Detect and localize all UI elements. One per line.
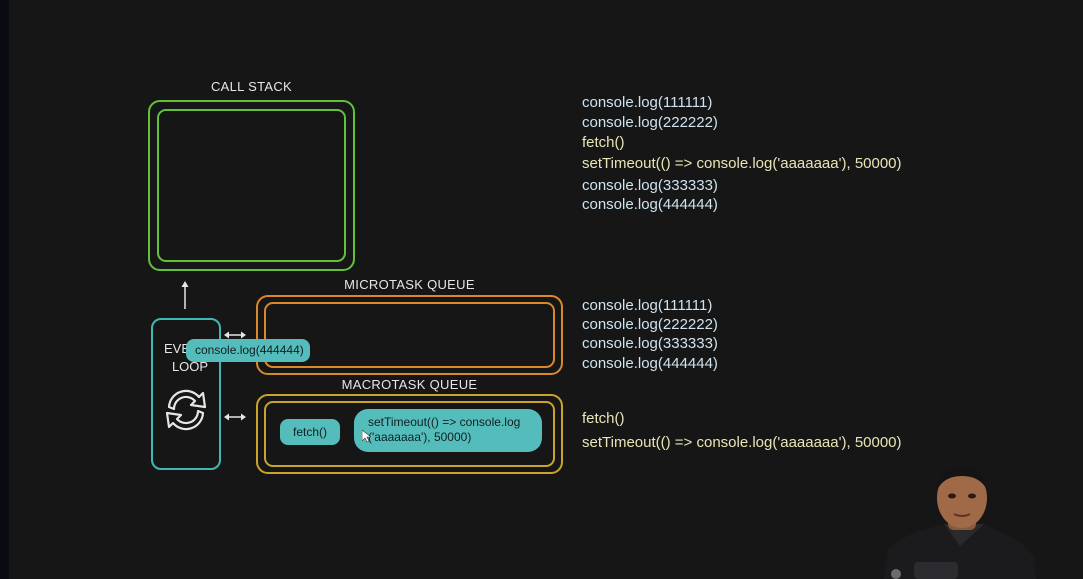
microtask-queue-outer-box <box>256 295 563 375</box>
call-stack-outer-box <box>148 100 355 271</box>
code-line: console.log(333333) <box>582 335 718 352</box>
event-loop-label-line1: EVE <box>164 341 191 356</box>
code-line: console.log(444444) <box>582 355 718 372</box>
macrotask-queue-title: MACROTASK QUEUE <box>341 377 478 392</box>
microtask-queue-inner-box <box>264 302 555 368</box>
presenter-webcam-image <box>884 467 1036 579</box>
code-line: console.log(222222) <box>582 316 718 333</box>
microtask-queue-title: MICROTASK QUEUE <box>344 277 475 292</box>
settimeout-task-line1: setTimeout(() => console.log <box>368 415 521 429</box>
fetch-task-pill[interactable]: fetch() <box>280 419 340 445</box>
code-line: console.log(444444) <box>582 196 718 213</box>
event-loop-label-line2: LOOP <box>171 359 209 374</box>
call-stack-inner-box <box>157 109 346 262</box>
macrotask-queue-outer-box <box>256 394 563 474</box>
call-stack-title: CALL STACK <box>210 79 293 94</box>
bidirectional-arrow-icon <box>224 413 246 421</box>
mouse-cursor-icon <box>362 430 371 443</box>
code-line: console.log(111111) <box>582 297 713 314</box>
event-loop-box <box>151 318 221 470</box>
code-line: console.log(333333) <box>582 177 718 194</box>
code-line: setTimeout(() => console.log('aaaaaaa'),… <box>582 155 902 172</box>
macrotask-queue-inner-box <box>264 401 555 467</box>
code-line: fetch() <box>582 134 625 151</box>
left-edge <box>0 0 9 579</box>
code-line: console.log(222222) <box>582 114 718 131</box>
bidirectional-arrow-icon <box>224 331 246 339</box>
code-line: console.log(111111) <box>582 94 713 111</box>
refresh-cycle-icon <box>165 389 207 431</box>
slide-background <box>9 0 1083 579</box>
code-line: setTimeout(() => console.log('aaaaaaa'),… <box>582 434 902 451</box>
up-arrow-icon <box>181 281 189 309</box>
settimeout-task-line2: ('aaaaaaa'), 50000) <box>368 430 472 444</box>
settimeout-task-pill[interactable]: setTimeout(() => console.log ('aaaaaaa')… <box>354 409 542 452</box>
dragging-task-pill[interactable]: console.log(444444) <box>186 339 310 362</box>
code-line: fetch() <box>582 410 625 427</box>
